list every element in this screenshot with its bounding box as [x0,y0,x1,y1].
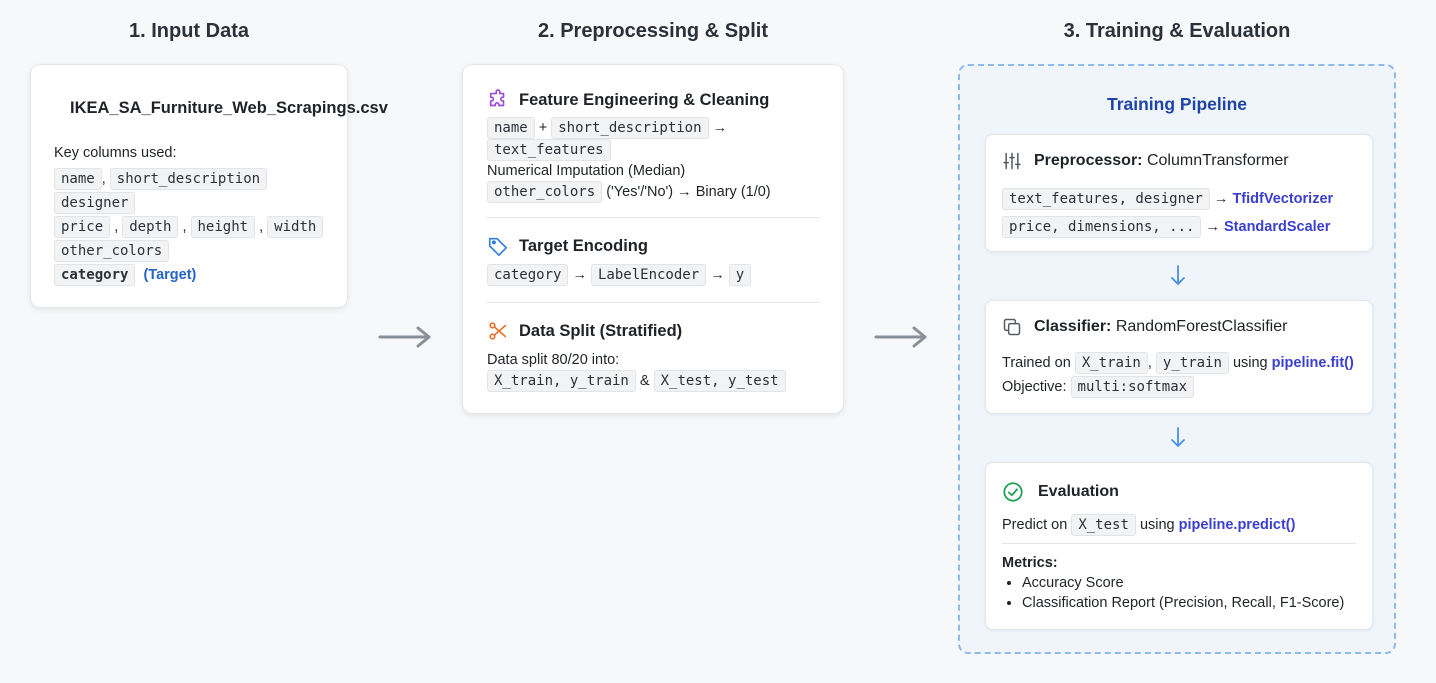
column-title-input: 1. Input Data [128,20,249,42]
feature-engineering-title: Feature Engineering & Cleaning [519,90,770,109]
tag-icon [488,237,508,256]
preprocessor-value: ColumnTransformer [1146,152,1289,169]
col-designer: designer [54,192,136,214]
separator: , [114,219,119,235]
evaluation-card: Evaluation Predict on X_test using pipel… [985,462,1373,630]
data-split-section: Data Split (Stratified) Data split 80/20… [487,320,821,392]
columns-row-1: name, short_description [54,167,323,191]
sliders-icon [1003,152,1021,170]
arrow-right-icon [874,326,927,348]
arrow-down-icon [1171,265,1185,285]
col-short-description: short_description [109,168,268,190]
plus-sign: + [538,120,548,136]
check-circle-icon [1003,482,1023,502]
training-pipeline-container: Training Pipeline Preprocessor: ColumnTr… [958,64,1396,654]
code-y-train: y_train [1155,352,1229,374]
col-depth: depth [122,216,179,238]
fit-link: pipeline.fit() [1271,355,1354,371]
column-title-training: 3. Training & Evaluation [1063,20,1291,42]
key-columns-label: Key columns used: [54,145,177,161]
code-y: y [728,264,752,286]
classifier-value: RandomForestClassifier [1115,318,1288,335]
col-width: width [267,216,324,238]
arrow-sign: → [710,267,725,283]
csv-filename: IKEA_SA_Furniture_Web_Scrapings.csv [70,99,388,117]
classifier-card: Classifier: RandomForestClassifier Train… [985,300,1373,414]
col-other-colors: other_colors [54,240,170,262]
columns-row-2: designer [54,191,323,215]
arrow-sign: → [1205,219,1220,235]
pipeline-title: Training Pipeline [1106,94,1248,114]
code-softmax: multi:softmax [1070,376,1195,398]
trained-on-text: Trained on [1002,355,1071,371]
col-height: height [190,216,256,238]
metrics-label: Metrics: [1002,555,1058,571]
scissors-icon [489,322,507,340]
predict-on-text: Predict on [1002,517,1068,533]
split-text: Data split 80/20 into: [487,352,620,368]
using-text: using [1139,517,1175,533]
list-item: Classification Report (Precision, Recall… [1022,593,1362,613]
columns-row-3: price , depth , height , width [54,215,324,239]
code-short-description: short_description [551,117,709,139]
evaluation-title: Evaluation [1038,483,1119,500]
data-split-title: Data Split (Stratified) [519,321,683,340]
puzzle-icon [489,89,505,107]
divider [487,217,821,218]
preprocessing-card: Feature Engineering & Cleaning name + sh… [462,64,844,414]
ampersand: & [639,373,650,389]
imputation-text: Numerical Imputation (Median) [487,163,686,179]
arrow-sign: → [1213,191,1229,207]
objective-text: Objective: [1002,379,1067,395]
code-train: X_train, y_train [487,370,636,392]
preprocessor-label: Preprocessor: [1034,152,1143,169]
code-test: X_test, y_test [653,370,786,392]
code-label-encoder: LabelEncoder [591,264,707,286]
col-category: category [54,264,136,286]
column-title-preprocessing: 2. Preprocessing & Split [537,20,769,42]
target-label: (Target) [143,267,197,283]
columns-row-5: category (Target) [54,263,323,287]
code-x-test: X_test [1071,514,1136,536]
code-category: category [487,264,569,286]
target-encoding-section: Target Encoding category → LabelEncoder … [487,235,821,287]
separator: , [182,219,187,235]
code-x-train: X_train [1074,352,1148,374]
separator: , [1147,355,1152,371]
code-num-cols: price, dimensions, ... [1002,216,1202,238]
col-name: name [54,168,102,190]
classifier-label: Classifier: [1034,318,1112,335]
divider [487,302,821,303]
scaler-link: StandardScaler [1224,219,1331,235]
preprocessor-card: Preprocessor: ColumnTransformer text_fea… [985,134,1373,252]
using-text: using [1232,355,1268,371]
code-text-features: text_features [487,139,611,161]
predict-link: pipeline.predict() [1178,517,1296,533]
feature-engineering-section: Feature Engineering & Cleaning name + sh… [487,89,821,203]
arrow-sign: → [712,120,728,136]
metrics-list: Accuracy Score Classification Report (Pr… [1002,573,1362,613]
target-encoding-title: Target Encoding [519,236,648,255]
list-item: Accuracy Score [1022,573,1362,593]
arrow-sign: → [572,267,587,283]
code-text-cols: text_features, designer [1002,188,1210,210]
input-data-card: IKEA_SA_Furniture_Web_Scrapings.csv Key … [30,64,388,308]
binary-text: ('Yes'/'No') → Binary (1/0) [606,184,771,200]
separator: , [101,171,106,187]
columns-row-4: other_colors [54,239,323,263]
separator: , [259,219,264,235]
divider [1002,543,1356,544]
arrow-right-icon [378,326,431,348]
copy-icon [1003,318,1021,336]
code-name: name [487,117,535,139]
code-other-colors: other_colors [487,181,603,203]
tfidf-link: TfidfVectorizer [1232,191,1334,207]
col-price: price [54,216,111,238]
arrow-down-icon [1171,427,1185,447]
